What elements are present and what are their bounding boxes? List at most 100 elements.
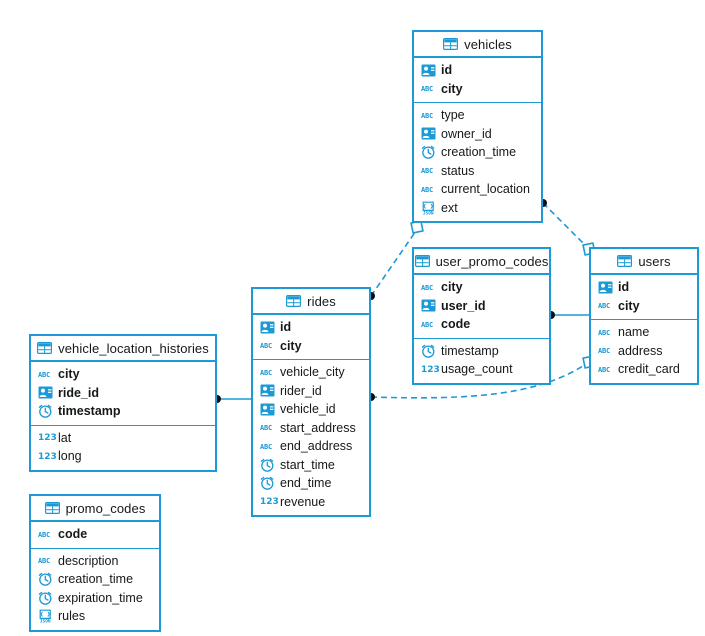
- json-icon: JSON: [421, 201, 436, 215]
- abc-icon: ABC: [598, 365, 611, 374]
- column-row[interactable]: rider_id: [253, 382, 369, 401]
- column-row[interactable]: owner_id: [414, 125, 541, 144]
- column-row[interactable]: JSON rules: [31, 607, 159, 626]
- column-name: city: [441, 280, 463, 294]
- table-header-users[interactable]: users: [591, 249, 697, 275]
- column-row[interactable]: timestamp: [414, 342, 549, 361]
- clock-icon: [38, 572, 53, 586]
- column-row[interactable]: id: [253, 318, 369, 337]
- number-icon: 123: [421, 364, 440, 375]
- column-row[interactable]: user_id: [414, 297, 549, 316]
- column-name: vehicle_id: [280, 402, 336, 416]
- column-name: ext: [441, 200, 458, 215]
- column-name: usage_count: [441, 362, 513, 376]
- table-header-rides[interactable]: rides: [253, 289, 369, 315]
- column-row[interactable]: expiration_time: [31, 589, 159, 608]
- key-icon: [260, 384, 275, 397]
- key-icon: [421, 127, 436, 140]
- column-name: long: [58, 449, 82, 463]
- column-name: lat: [58, 430, 72, 445]
- column-row[interactable]: creation_time: [31, 570, 159, 589]
- svg-text:JSON: JSON: [40, 619, 51, 624]
- column-row[interactable]: JSON ext: [414, 199, 541, 218]
- column-row[interactable]: timestamp: [31, 402, 215, 421]
- number-icon: 123: [38, 433, 57, 444]
- column-row[interactable]: id: [591, 278, 697, 297]
- abc-icon: ABC: [260, 368, 273, 377]
- svg-text:JSON: JSON: [423, 210, 434, 215]
- column-name: revenue: [280, 494, 326, 509]
- table-name: rides: [307, 293, 336, 309]
- column-name: expiration_time: [58, 590, 143, 605]
- column-row[interactable]: ride_id: [31, 384, 215, 403]
- table-header-vehicles[interactable]: vehicles: [414, 32, 541, 58]
- column-name: city: [58, 367, 80, 381]
- table-name: users: [638, 253, 671, 269]
- table-name: user_promo_codes: [435, 253, 549, 269]
- column-name: name: [618, 325, 650, 339]
- relationship-user-promo-codes-to-users[interactable]: [547, 311, 589, 319]
- column-name: rules: [58, 609, 86, 623]
- column-name: timestamp: [58, 404, 121, 418]
- column-row[interactable]: vehicle_id: [253, 400, 369, 419]
- abc-icon: ABC: [598, 302, 611, 311]
- table-icon: [414, 255, 430, 267]
- table-icon: [44, 502, 60, 514]
- abc-icon: ABC: [421, 111, 434, 120]
- json-icon: JSON: [38, 609, 53, 623]
- column-name: timestamp: [441, 343, 499, 358]
- abc-icon: ABC: [421, 185, 434, 194]
- key-icon: [598, 281, 613, 294]
- column-row[interactable]: end_time: [253, 474, 369, 493]
- table-header-vehicle_location_histories[interactable]: vehicle_location_histories: [31, 336, 215, 362]
- column-name: start_address: [280, 420, 356, 435]
- column-row[interactable]: id: [414, 61, 541, 80]
- relationship-vehicle-location-histories-to-rides[interactable]: [213, 395, 251, 403]
- table-header-promo_codes[interactable]: promo_codes: [31, 496, 159, 522]
- column-row[interactable]: creation_time: [414, 143, 541, 162]
- column-name: ride_id: [58, 385, 99, 400]
- abc-icon: ABC: [598, 347, 611, 356]
- clock-icon: [260, 476, 275, 490]
- table-header-user_promo_codes[interactable]: user_promo_codes: [414, 249, 549, 275]
- column-name: description: [58, 553, 119, 568]
- column-row[interactable]: start_time: [253, 456, 369, 475]
- column-name: city: [441, 81, 463, 96]
